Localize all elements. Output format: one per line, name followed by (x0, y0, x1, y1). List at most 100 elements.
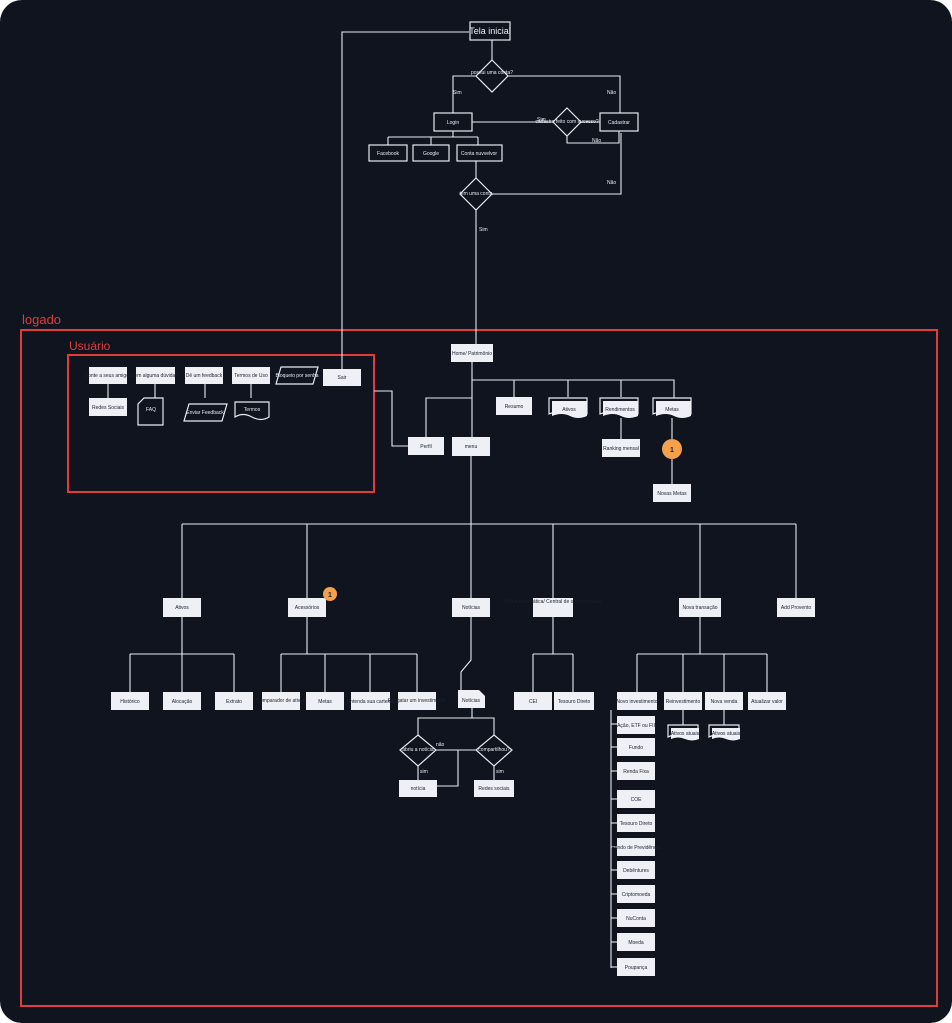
node-ranking-label: Ranking mensal (603, 446, 639, 452)
node-add-provento-label: Add Provento (781, 605, 812, 611)
node-tela-inicial (469, 21, 511, 41)
node-inv-item (617, 716, 655, 734)
node-facebook (368, 144, 408, 162)
node-historico (111, 692, 149, 710)
edge-label-nao-2: Não (592, 138, 601, 144)
node-rendimentos-stack: Rendimentos (599, 397, 639, 418)
edge-label-nao-3: Não (607, 180, 616, 186)
node-noticia (399, 780, 437, 797)
node-novo-investimento-label: Novo investimento (616, 699, 657, 705)
node-home-label: Home/ Patrimônio (452, 351, 492, 357)
edge-label-sim-1: Sim (453, 90, 462, 96)
node-noticia-label: notícia (411, 786, 426, 792)
node-nova-transacao-label: Nova transação (682, 605, 717, 611)
decision-tem-conta-label: tem uma conta (459, 191, 492, 197)
node-resgatar-label: Resgatar um investimento (388, 698, 446, 704)
node-ativos-stack-label: Ativos (562, 407, 576, 413)
node-menu-label: menu (465, 444, 478, 450)
node-reinvestimento (664, 692, 702, 710)
node-novas-metas (653, 484, 691, 502)
edge-label-sim-2: Sim (537, 117, 546, 123)
edge-label-sim-4: sim (420, 769, 428, 775)
node-termos (234, 401, 270, 421)
node-cadastrar (599, 112, 639, 132)
node-nova-transacao (679, 598, 721, 617)
edge-label-sim-5: sim (496, 769, 504, 775)
node-inv-item (617, 958, 655, 976)
node-alocacao-label: Alocação (172, 699, 193, 705)
node-reinvestimento-label: Reinvestimento (666, 699, 701, 705)
decision-abriu-noticia (399, 734, 437, 767)
region-usuario (67, 354, 375, 493)
node-comparador (262, 692, 300, 710)
node-metas-label: Metas (318, 699, 332, 705)
node-ativos-stack: Ativos (548, 397, 588, 418)
node-faq (137, 397, 164, 426)
node-perfil (408, 437, 444, 455)
node-inv-item (617, 933, 655, 951)
node-redes-sociais-n (474, 780, 514, 797)
node-novo-investimento (617, 692, 657, 710)
decision-abriu-noticia-label: abriu a notícia (402, 747, 434, 753)
node-ativos-atuais-2-label: Ativos atuais (712, 731, 741, 737)
node-inv-item-label: Poupança (625, 965, 648, 971)
decision-cadastro-ok-label: cadastro feito com sucesso? (535, 119, 599, 125)
node-termos-label: Termos (244, 407, 261, 413)
node-resumo (496, 397, 532, 415)
node-termos-uso-label: Termos de Uso (234, 373, 268, 379)
node-entenda (351, 692, 390, 710)
node-alocacao (163, 692, 201, 710)
node-tesouro-direto-b-label: Tesouro Direto (558, 699, 591, 705)
decision-compartilhou-label: compartilhou? (478, 747, 510, 753)
node-inv-item-label: Fundo de Previdência (612, 845, 661, 851)
node-historico-label: Histórico (120, 699, 140, 705)
node-home (451, 344, 493, 362)
node-redes-sociais-n-label: Redes sociais (478, 786, 510, 792)
node-menu (452, 437, 490, 456)
node-acessorios (288, 598, 326, 617)
node-inv-item (617, 790, 655, 808)
node-inv-item-label: Fundo (629, 745, 643, 751)
node-duvida-label: Tem alguma dúvida? (132, 373, 178, 379)
node-entenda-label: Entenda sua carteira (347, 699, 393, 705)
region-usuario-label: Usuário (69, 339, 111, 353)
node-inv-item (617, 885, 655, 903)
node-feedback-label: Dê um feedback (186, 373, 223, 379)
badge-1-home (662, 439, 682, 459)
node-noticias-doc-label: Notícias (462, 698, 481, 704)
node-inv-item-label: Renda Fixa (623, 769, 649, 775)
node-ativos-atuais-2: Ativos atuais (708, 724, 741, 741)
decision-possui-conta (475, 59, 509, 93)
region-logado (20, 329, 938, 1007)
node-acessorios-label: Acessórios (295, 605, 320, 611)
node-redes-sociais-u (89, 398, 127, 416)
node-faq-label: FAQ (146, 407, 156, 413)
badge-1-acessorios (323, 587, 337, 601)
badge-1-home-label: 1 (670, 447, 674, 454)
node-feedback (185, 367, 223, 384)
node-conte-amigos-label: Conte a seus amigos (85, 373, 132, 379)
node-conta-nuvem (456, 144, 503, 162)
node-tesouro-direto-b (554, 692, 594, 710)
node-conta-nuvem-label: Conta nuvvelvor (461, 151, 497, 157)
node-bolsa-label: Bolsa Automática/ Central de sincronizaç… (505, 599, 602, 605)
node-resgatar (398, 692, 436, 710)
node-sair (323, 369, 361, 386)
node-inv-item (617, 838, 655, 856)
node-duvida (136, 367, 175, 384)
node-atualizar-valor-label: Atualizar valor (751, 699, 783, 705)
node-metas-stack: Metas (652, 397, 692, 418)
node-comparador-label: Comparador de ativos (256, 698, 306, 704)
node-bloqueio-label: Bloqueio por senha (275, 373, 318, 379)
node-rendimentos-stack-label: Rendimentos (605, 407, 635, 413)
decision-compartilhou (475, 734, 513, 767)
node-conte-amigos (89, 367, 127, 384)
node-google (412, 144, 450, 162)
edge-label-nao-4: não (436, 742, 445, 748)
edge-label-sim-3: Sim (479, 227, 488, 233)
node-inv-item-label: Moeda (628, 940, 644, 946)
node-inv-item-label: COE (631, 797, 643, 803)
node-inv-item (617, 909, 655, 927)
